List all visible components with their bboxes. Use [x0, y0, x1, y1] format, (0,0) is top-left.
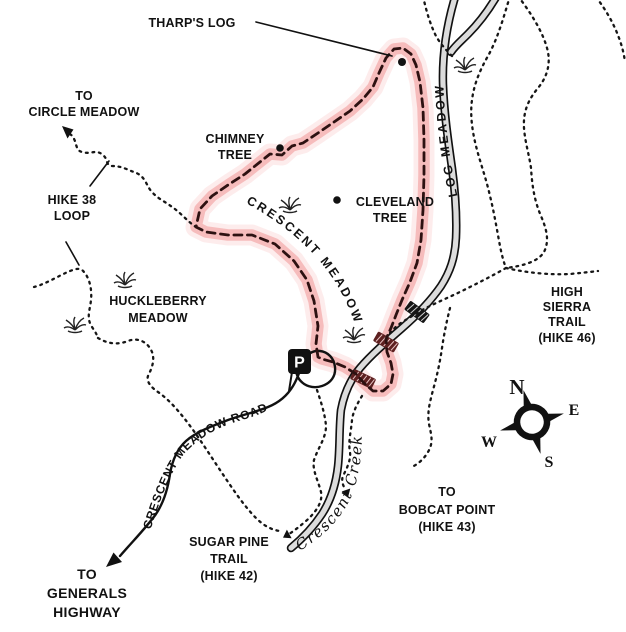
- svg-text:(HIKE 43): (HIKE 43): [418, 520, 475, 534]
- trail-east-of-creek-south: [410, 306, 452, 469]
- trail-hike38-west: [32, 267, 100, 340]
- svg-text:HIGH: HIGH: [551, 285, 583, 299]
- chimney-tree-marker: [276, 144, 284, 152]
- trail-east-inner: [470, 0, 511, 270]
- compass-w-label: W: [481, 434, 497, 451]
- svg-text:TO: TO: [438, 485, 456, 499]
- crescent-meadow-road: [118, 349, 337, 558]
- compass-e-label: E: [569, 402, 580, 419]
- parking-label: P: [294, 355, 305, 372]
- cleveland-tree-label: CLEVELAND TREE: [356, 195, 434, 225]
- svg-text:SUGAR PINE: SUGAR PINE: [189, 535, 269, 549]
- highlighted-loop-trail: [194, 46, 426, 393]
- svg-text:(HIKE 42): (HIKE 42): [200, 569, 257, 583]
- svg-text:TO: TO: [77, 566, 97, 582]
- svg-text:HIKE 38: HIKE 38: [48, 193, 97, 207]
- svg-text:CLEVELAND: CLEVELAND: [356, 195, 434, 209]
- generals-highway-label: TO GENERALS HIGHWAY: [47, 566, 127, 620]
- grass-icon: [113, 271, 137, 289]
- cleveland-tree-marker: [333, 196, 341, 204]
- svg-text:LOOP: LOOP: [54, 209, 90, 223]
- svg-text:SIERRA: SIERRA: [543, 300, 591, 314]
- log-meadow-label: LOG MEADOW: [432, 83, 460, 198]
- grass-icon: [342, 326, 366, 344]
- svg-text:(HIKE 46): (HIKE 46): [538, 331, 595, 345]
- arrowhead: [341, 488, 351, 497]
- hike38-loop-label: HIKE 38 LOOP: [48, 193, 97, 223]
- crescent-creek-ribbon: [286, 0, 500, 553]
- svg-text:TO: TO: [75, 89, 93, 103]
- grass-icon: [453, 56, 477, 74]
- trail-high-sierra-east: [504, 266, 600, 276]
- trail-top-right-corner: [596, 0, 626, 64]
- bobcat-point-label: TO BOBCAT POINT (HIKE 43): [399, 485, 496, 534]
- svg-text:TRAIL: TRAIL: [210, 552, 248, 566]
- huckleberry-meadow-label: HUCKLEBERRY MEADOW: [109, 294, 207, 325]
- trail-to-bobcat-point: [341, 394, 364, 492]
- trail-sugar-pine: [287, 388, 328, 536]
- tharps-log-marker: [398, 58, 406, 66]
- grass-icon: [278, 196, 302, 214]
- compass-rose-icon: N E S W: [481, 375, 579, 471]
- svg-text:HIGHWAY: HIGHWAY: [53, 604, 121, 620]
- svg-text:TRAIL: TRAIL: [548, 315, 586, 329]
- svg-text:CHIMNEY: CHIMNEY: [205, 132, 265, 146]
- parking-icon: P: [288, 349, 311, 392]
- svg-text:CIRCLE MEADOW: CIRCLE MEADOW: [29, 105, 140, 119]
- trail-high-sierra-to-bridge: [388, 266, 508, 335]
- svg-text:HUCKLEBERRY: HUCKLEBERRY: [109, 294, 207, 308]
- hike38-leader-lower: [65, 241, 80, 266]
- arrowhead: [283, 529, 292, 539]
- trail-east-outer: [504, 0, 550, 270]
- tharps-log-label: THARP'S LOG: [148, 16, 235, 30]
- svg-text:GENERALS: GENERALS: [47, 585, 127, 601]
- chimney-tree-label: CHIMNEY TREE: [205, 132, 265, 162]
- circle-meadow-label: TO CIRCLE MEADOW: [29, 89, 140, 119]
- arrowhead: [106, 552, 122, 567]
- grass-icon: [63, 316, 87, 334]
- trail-to-circle-meadow: [68, 132, 198, 229]
- svg-text:TREE: TREE: [373, 211, 407, 225]
- hike38-leader-upper: [89, 160, 110, 187]
- trail-hike38-south: [96, 336, 282, 533]
- svg-text:BOBCAT POINT: BOBCAT POINT: [399, 503, 496, 517]
- svg-text:TREE: TREE: [218, 148, 252, 162]
- svg-text:MEADOW: MEADOW: [128, 311, 188, 325]
- tharps-log-leader-line: [255, 21, 393, 57]
- compass-n-label: N: [509, 375, 524, 399]
- trail-north-spur: [422, 0, 455, 59]
- sugar-pine-trail-label: SUGAR PINE TRAIL (HIKE 42): [189, 535, 269, 583]
- arrowhead: [62, 126, 74, 139]
- compass-s-label: S: [545, 454, 554, 471]
- high-sierra-trail-label: HIGH SIERRA TRAIL (HIKE 46): [538, 285, 595, 345]
